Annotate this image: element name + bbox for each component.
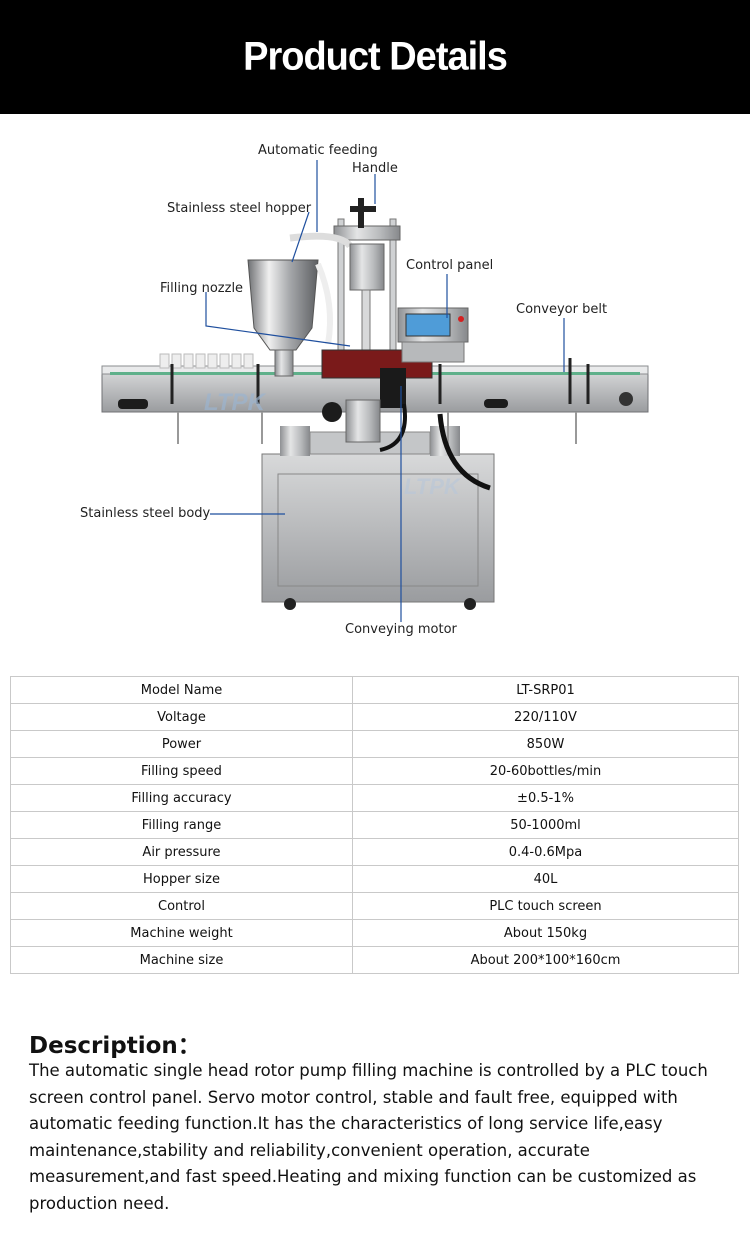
spec-name: Control xyxy=(10,892,353,920)
control-panel xyxy=(397,307,469,363)
spec-value: 850W xyxy=(352,730,739,758)
spec-value: About 150kg xyxy=(352,919,739,947)
callout-automatic-feeding: Automatic feeding xyxy=(258,143,378,158)
callout-conveying-motor: Conveying motor xyxy=(345,622,457,637)
machine-illustration: LTPK LTPK xyxy=(101,160,649,622)
spec-name: Filling range xyxy=(10,811,353,839)
spec-value: 50-1000ml xyxy=(352,811,739,839)
spec-value: ±0.5-1% xyxy=(352,784,739,812)
callout-lines xyxy=(205,160,565,622)
machine-figure: LTPK LTPK Automatic feeding Handle Stain… xyxy=(0,114,750,674)
watermark: LTPK xyxy=(204,389,267,416)
stainless-steel-body xyxy=(261,426,495,610)
callout-conveyor-belt: Conveyor belt xyxy=(516,302,608,317)
spec-value: 0.4-0.6Mpa xyxy=(352,838,739,866)
spec-value: 40L xyxy=(352,865,739,893)
description-text: The automatic single head rotor pump fil… xyxy=(29,1061,708,1213)
header-banner: Product Details xyxy=(0,0,750,114)
spec-name: Model Name xyxy=(10,676,353,704)
watermark-2: LTPK xyxy=(404,474,462,499)
spec-value: LT-SRP01 xyxy=(352,676,739,704)
spec-name: Machine size xyxy=(10,946,353,974)
filling-head xyxy=(289,198,491,491)
spec-value: 20-60bottles/min xyxy=(352,757,739,785)
spec-name: Voltage xyxy=(10,703,353,731)
spec-name: Filling speed xyxy=(10,757,353,785)
spec-name: Hopper size xyxy=(10,865,353,893)
page-title: Product Details xyxy=(243,34,508,79)
callout-body: Stainless steel body xyxy=(80,506,211,521)
callout-hopper: Stainless steel hopper xyxy=(167,201,312,216)
callout-control-panel: Control panel xyxy=(406,258,494,273)
callout-filling-nozzle: Filling nozzle xyxy=(160,281,244,296)
spec-name: Air pressure xyxy=(10,838,353,866)
spec-value: PLC touch screen xyxy=(352,892,739,920)
spec-value: 220/110V xyxy=(352,703,739,731)
stainless-steel-hopper xyxy=(247,259,334,377)
spec-value: About 200*100*160cm xyxy=(352,946,739,974)
spec-name: Filling accuracy xyxy=(10,784,353,812)
spec-name: Power xyxy=(10,730,353,758)
table-row: Filling accuracy±0.5-1% xyxy=(10,784,739,812)
callout-handle: Handle xyxy=(352,161,398,176)
spec-name: Machine weight xyxy=(10,919,353,947)
description-title: Description： xyxy=(29,1033,201,1059)
